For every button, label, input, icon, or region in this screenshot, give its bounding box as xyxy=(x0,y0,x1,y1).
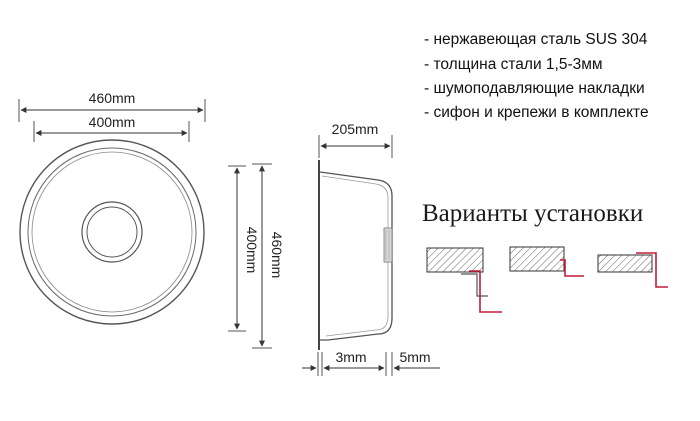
bowl-profile xyxy=(319,171,393,341)
label-460mm-top: 460mm xyxy=(89,90,136,106)
feature-noise-pads: - шумоподавляющие накладки xyxy=(424,80,645,97)
dim-outer-width: 460mm xyxy=(18,90,206,122)
inner-rim xyxy=(27,147,197,317)
label-5mm: 5mm xyxy=(399,349,430,365)
dim-depth: 205mm xyxy=(318,121,393,158)
feature-siphon-included: - сифон и крепежи в комплекте xyxy=(424,104,649,121)
feature-steel-grade: - нержавеющая сталь SUS 304 xyxy=(424,31,648,48)
dim-inner-width: 400mm xyxy=(33,114,190,142)
bowl-edge xyxy=(31,151,193,313)
outer-rim xyxy=(19,139,205,325)
bowl-profile-inner xyxy=(321,175,389,337)
install-variant-3 xyxy=(597,252,668,288)
drain-outer xyxy=(81,201,143,263)
side-view xyxy=(318,160,393,350)
label-400mm-side: 400mm xyxy=(244,227,260,274)
install-variants xyxy=(426,246,668,313)
dim-outer-height: 460mm xyxy=(252,163,285,349)
drain-inner xyxy=(86,206,138,258)
label-400mm-top: 400mm xyxy=(89,114,136,130)
install-variant-2 xyxy=(509,246,584,277)
label-460mm-side: 460mm xyxy=(269,232,285,279)
install-variant-1 xyxy=(426,247,502,313)
label-205mm: 205mm xyxy=(332,121,379,137)
top-view xyxy=(19,139,205,325)
install-title: Варианты установки xyxy=(422,200,644,227)
drain-fitting xyxy=(383,227,393,263)
feature-thickness: - толщина стали 1,5-3мм xyxy=(424,56,603,73)
dim-rim: 3mm 5mm xyxy=(302,349,440,376)
dim-inner-height: 400mm xyxy=(228,165,260,332)
label-3mm: 3mm xyxy=(335,349,366,365)
